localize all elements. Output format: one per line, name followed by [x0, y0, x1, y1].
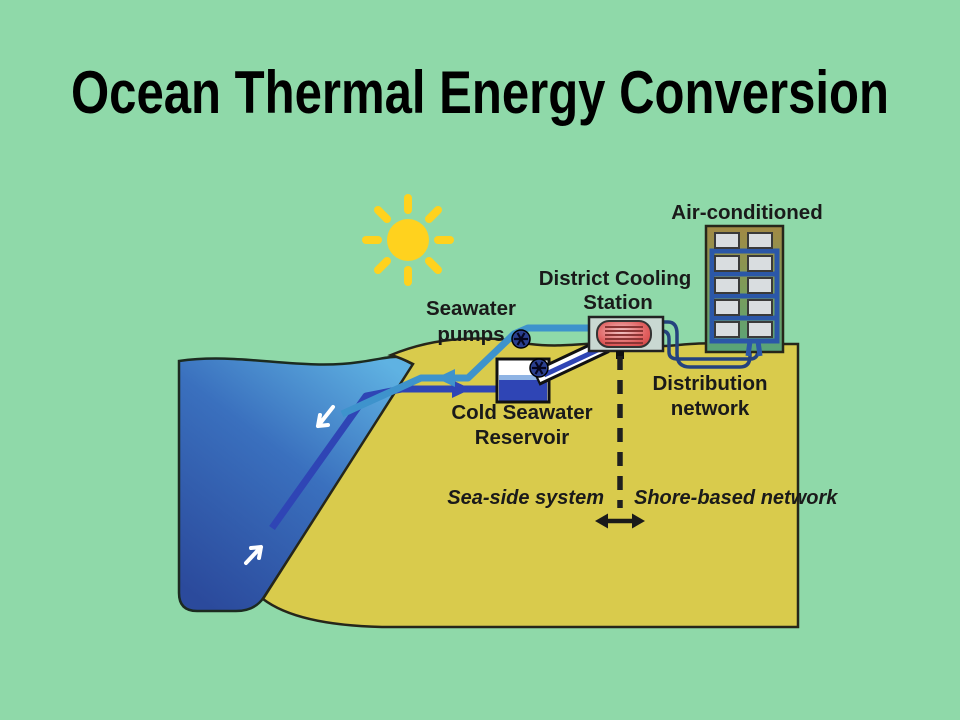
label-district-cooling-line2: Station — [583, 291, 652, 314]
label-shore-based-network: Shore-based network — [634, 487, 838, 509]
label-distribution-line2: network — [671, 397, 750, 420]
flow-arrow-down-icon — [316, 405, 335, 428]
sun-icon — [362, 194, 454, 286]
page-title: Ocean Thermal Energy Conversion — [71, 59, 889, 126]
pump-icon — [529, 358, 549, 378]
label-cold-seawater-line1: Cold Seawater — [451, 401, 592, 424]
label-air-conditioned: Air-conditioned — [671, 201, 822, 224]
label-sea-side-system: Sea-side system — [447, 487, 604, 509]
apartment-building — [704, 224, 785, 357]
building-cooling-loop — [709, 248, 780, 357]
distribution-pipes — [660, 320, 760, 369]
flow-arrow-left-icon — [436, 369, 455, 387]
double-arrow-icon — [595, 513, 645, 529]
flow-arrow-right-icon — [452, 380, 471, 398]
label-district-cooling-line1: District Cooling — [539, 267, 692, 290]
heat-exchanger-coils — [605, 326, 643, 344]
label-cold-seawater-line2: Reservoir — [475, 426, 570, 449]
label-seawater-pumps-line2: pumps — [437, 323, 504, 346]
flow-arrow-up-icon — [244, 545, 263, 565]
warm-water-return-pipe — [340, 324, 589, 418]
pump-icon — [511, 329, 531, 349]
station-base-stub — [616, 351, 624, 359]
label-seawater-pumps-line1: Seawater — [426, 297, 516, 320]
building-windows — [714, 232, 773, 338]
label-distribution-line1: Distribution — [652, 372, 767, 395]
district-cooling-station — [587, 315, 665, 359]
